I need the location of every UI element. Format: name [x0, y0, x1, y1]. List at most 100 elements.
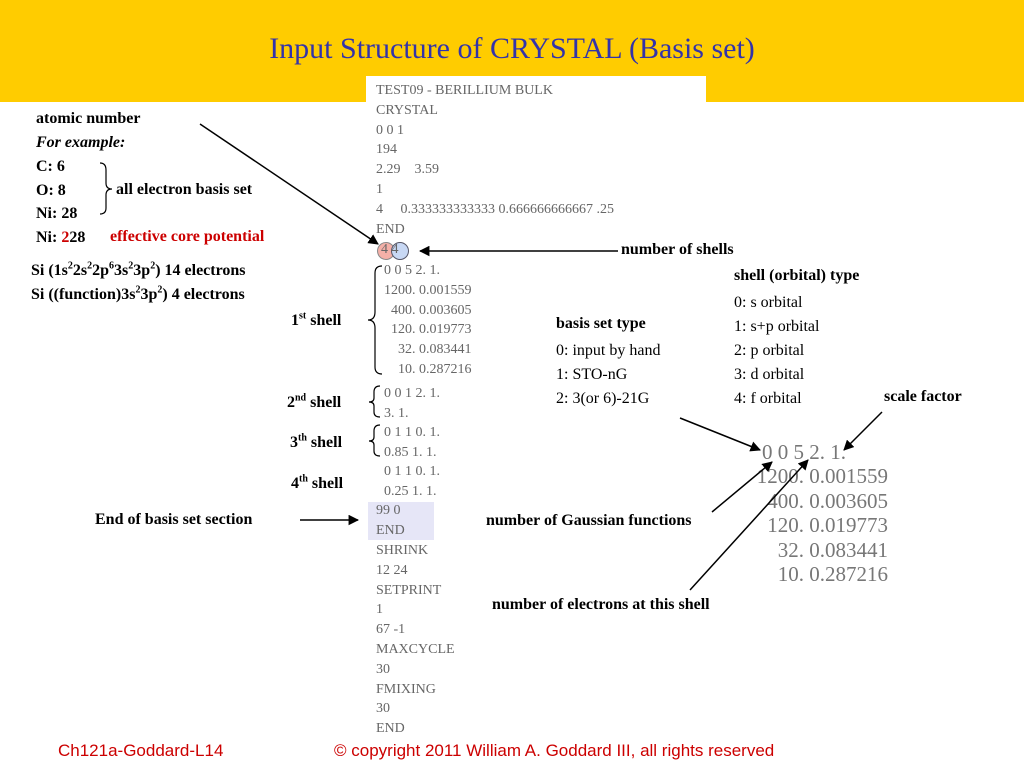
arrow-num-gaussians [711, 461, 773, 513]
end-block: 99 0 END [376, 501, 405, 541]
end-section-box [368, 502, 434, 540]
zoom-line: 1200. 0.001559 [756, 464, 888, 489]
si-ecp-prefix: Si ((function)3s [31, 286, 136, 303]
input-line: 4 0.333333333333 0.666666666667 .25 [376, 201, 614, 217]
basis-type-item: 1: STO-nG [556, 366, 628, 383]
input-line: 0 0 1 2. 1. [384, 386, 440, 401]
zoom-line: 10. 0.287216 [777, 562, 888, 587]
input-line: 2.29 3.59 [376, 162, 439, 178]
shell-type-item: 0: s orbital [734, 294, 803, 311]
input-line: 99 0 [376, 503, 401, 518]
input-line: END [376, 721, 405, 737]
atom-line-text: 4 4 [381, 242, 399, 257]
input-line: 0.85 1. 1. [384, 444, 437, 460]
input-line: 0 0 1 [376, 122, 404, 138]
all-electron-label: all electron basis set [116, 181, 253, 198]
footer-right: © copyright 2011 William A. Goddard III,… [334, 741, 775, 760]
input-line: 1 [376, 181, 383, 197]
shell-type-list: 0: s orbital 1: s+p orbital 2: p orbital 3:… [734, 291, 819, 411]
si-ecp-label: Si ((function)3s23p2) 4 electrons [31, 284, 245, 303]
input-line: 30 [376, 701, 390, 717]
nickel-label: Ni: 28 [36, 205, 78, 222]
num-gaussians-label: number of Gaussian functions [486, 512, 692, 529]
input-line: 0 1 1 0. 1. [384, 425, 440, 440]
input-line: SETPRINT [376, 582, 442, 598]
shell4-label: 4th shell [291, 473, 344, 492]
input-line: MAXCYCLE [376, 641, 455, 657]
shell-type-item: 1: s+p orbital [734, 318, 820, 335]
input-file-top [366, 76, 706, 110]
arrow-scale-factor [843, 411, 883, 451]
oxygen-label: O: 8 [36, 182, 66, 199]
nickel-ecp-prefix: Ni: [36, 229, 62, 246]
zoom-line: 120. 0.019773 [767, 513, 888, 538]
slide-title: Input Structure of CRYSTAL (Basis set) [269, 32, 755, 65]
si-full-label: Si (1s22s22p63s23p2) 14 electrons [31, 260, 246, 279]
shell4-block: 0 1 1 0. 1.0.25 1. 1. [384, 462, 440, 502]
input-line: 10. 0.287216 [384, 361, 472, 377]
scale-factor-label: scale factor [884, 388, 962, 405]
input-line: 1 [376, 602, 383, 618]
shell1-label: 1st shell [291, 310, 342, 329]
shell-type-item: 2: p orbital [734, 342, 805, 359]
shell3-label: 3th shell [290, 432, 343, 451]
for-example-label: For example: [36, 134, 126, 151]
input-line: 194 [376, 142, 397, 158]
input-line: SHRINK [376, 543, 429, 558]
input-line: 400. 0.003605 [384, 302, 472, 318]
input-line: END [376, 221, 405, 237]
brace-shell1 [367, 265, 383, 375]
footer-left: Ch121a-Goddard-L14 [58, 741, 224, 760]
zoom-line: 0 0 5 2. 1. [762, 440, 846, 464]
nickel-ecp-suffix: 28 [69, 229, 86, 246]
input-line: FMIXING [376, 681, 436, 697]
brace-all-electron [99, 162, 113, 215]
shells-circle [391, 242, 409, 260]
shell1-block: 0 0 5 2. 1.1200. 0.001559 400. 0.003605 … [384, 261, 472, 380]
shell2-block: 0 0 1 2. 1. 3. 1. [384, 384, 440, 424]
nickel-ecp-label: Ni: 228 [36, 229, 85, 247]
atomic-number-label: atomic number [36, 110, 141, 127]
input-line: TEST09 - BERILLIUM BULK [376, 83, 553, 98]
si-full-prefix: Si (1s [31, 262, 68, 279]
basis-type-item: 0: input by hand [556, 342, 661, 359]
input-line: 1200. 0.001559 [384, 282, 472, 298]
input-line: 0 0 5 2. 1. [384, 263, 440, 278]
atom-line: 4 4 [377, 242, 409, 260]
zoom-line: 400. 0.003605 [767, 488, 888, 513]
si-ecp-suffix: ) 4 electrons [162, 286, 245, 303]
input-line: 120. 0.019773 [384, 322, 472, 338]
input-line: 0 1 1 0. 1. [384, 464, 440, 479]
input-line: 30 [376, 661, 390, 677]
basis-type-list: 0: input by hand 1: STO-nG 2: 3(or 6)-21G [556, 339, 660, 411]
brace-shell3 [368, 424, 381, 457]
arrow-num-electrons [689, 459, 809, 591]
arrow-atomic-number [199, 123, 379, 245]
brace-shell2 [368, 385, 381, 418]
input-line: 12 24 [376, 562, 408, 578]
input-line: 3. 1. [384, 405, 409, 421]
carbon-label: C: 6 [36, 158, 65, 175]
shell-type-title: shell (orbital) type [734, 267, 860, 284]
num-electrons-label: number of electrons at this shell [492, 596, 710, 613]
shell2-label: 2nd shell [287, 392, 342, 411]
si-full-suffix: ) 14 electrons [155, 262, 246, 279]
arrow-basis-type [679, 417, 761, 452]
basis-type-item: 2: 3(or 6)-21G [556, 390, 650, 407]
zoom-line: 32. 0.083441 [777, 537, 888, 562]
shell3-block: 0 1 1 0. 1. 0.85 1. 1. [384, 423, 440, 463]
basis-type-title: basis set type [556, 315, 646, 332]
shell-type-item: 4: f orbital [734, 390, 802, 407]
input-line: 67 -1 [376, 622, 406, 638]
number-of-shells-label: number of shells [621, 241, 734, 258]
input-line: END [376, 522, 405, 538]
end-section-label: End of basis set section [95, 511, 253, 528]
nickel-ecp-red: 2 [61, 229, 70, 246]
ecp-label: effective core potential [110, 228, 265, 245]
input-line: 32. 0.083441 [384, 342, 472, 358]
shell-type-item: 3: d orbital [734, 366, 805, 383]
